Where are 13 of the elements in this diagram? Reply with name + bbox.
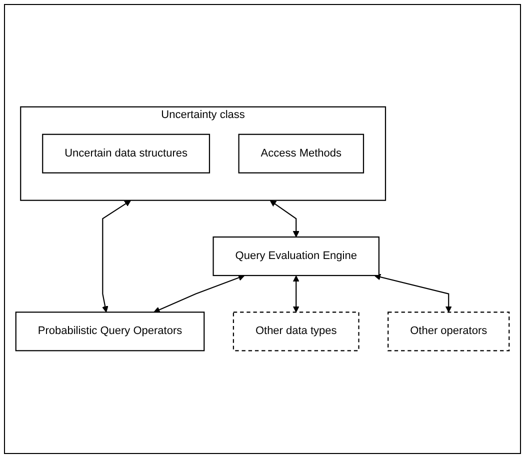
node-box [42,134,210,174]
diagram-frame: Uncertainty class Uncertain data structures Access Methods Probabilistic Query Operators Query Evaluation Engine Other data types Other operators [4,4,521,454]
node-box [238,134,364,174]
arrow [270,200,300,238]
node-box [15,312,205,352]
node-box [212,236,380,276]
arrow [154,274,245,314]
node-box [388,312,510,352]
arrow [374,274,452,313]
node-box [232,312,360,352]
cluster [20,106,386,202]
arrow [102,200,131,313]
arrow [292,276,300,313]
